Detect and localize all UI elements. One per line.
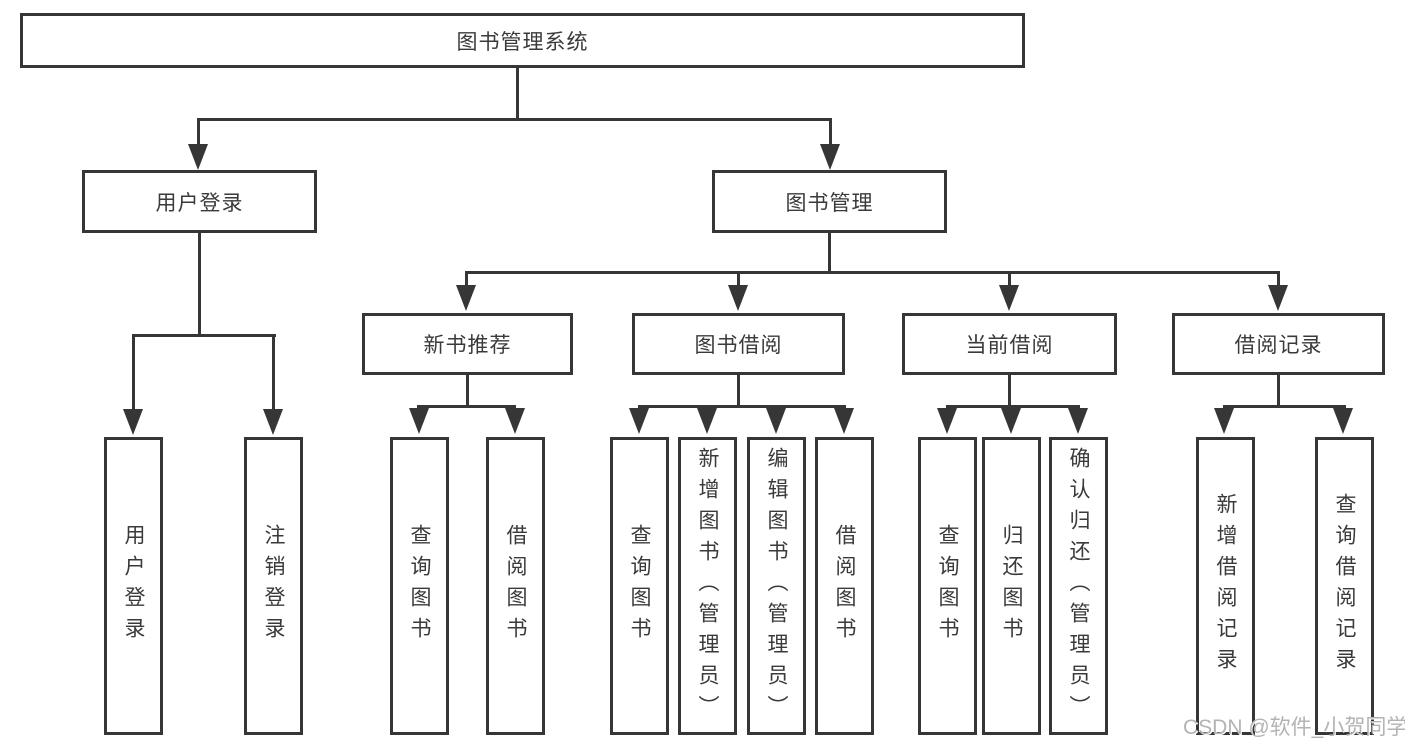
- connector-line: [465, 271, 1280, 274]
- connector-line: [272, 334, 275, 414]
- connector-line: [1277, 375, 1280, 408]
- node-borrowing-records-label: 借阅记录: [1234, 334, 1323, 357]
- arrow-down-icon: [263, 409, 283, 435]
- connector-line: [417, 405, 516, 408]
- connector-line: [737, 375, 740, 408]
- leaf-return-books-label: 归还图书: [1000, 524, 1023, 648]
- arrow-down-icon: [766, 408, 786, 434]
- leaf-query-borrow-record-label: 查询借阅记录: [1333, 493, 1356, 679]
- node-book-management: 图书管理: [712, 170, 947, 233]
- leaf-confirm-return-admin-label: 确认归还（管理员）: [1067, 446, 1090, 726]
- connector-line: [828, 233, 831, 274]
- connector-line: [1008, 375, 1011, 408]
- watermark-text: CSDN @软件_小贺同学: [1183, 716, 1405, 739]
- node-root: 图书管理系统: [20, 13, 1025, 68]
- connector-line: [466, 375, 469, 408]
- leaf-add-book-admin: 新增图书（管理员）: [678, 437, 737, 735]
- leaf-logout-label: 注销登录: [262, 524, 285, 648]
- arrow-down-icon: [820, 144, 840, 170]
- leaf-user-login: 用户登录: [104, 437, 163, 735]
- leaf-query-books-borrowing-label: 查询图书: [628, 524, 651, 648]
- leaf-edit-book-admin-label: 编辑图书（管理员）: [765, 446, 788, 726]
- arrow-down-icon: [123, 409, 143, 435]
- arrow-down-icon: [937, 408, 957, 434]
- arrow-down-icon: [1268, 285, 1288, 311]
- connector-line: [638, 405, 846, 408]
- arrow-down-icon: [1068, 408, 1088, 434]
- arrow-down-icon: [1214, 408, 1234, 434]
- leaf-user-login-label: 用户登录: [122, 524, 145, 648]
- leaf-edit-book-admin: 编辑图书（管理员）: [747, 437, 806, 735]
- leaf-borrow-books-recommend: 借阅图书: [486, 437, 545, 735]
- connector-line: [1223, 405, 1346, 408]
- leaf-borrow-books-recommend-label: 借阅图书: [504, 524, 527, 648]
- arrow-down-icon: [1333, 408, 1353, 434]
- node-user-login-label: 用户登录: [155, 191, 244, 215]
- leaf-confirm-return-admin: 确认归还（管理员）: [1049, 437, 1108, 735]
- connector-line: [132, 334, 276, 337]
- arrow-down-icon: [456, 285, 476, 311]
- arrow-down-icon: [629, 408, 649, 434]
- node-book-borrowing-label: 图书借阅: [694, 334, 783, 357]
- arrow-down-icon: [999, 285, 1019, 311]
- leaf-query-books-current-label: 查询图书: [936, 524, 959, 648]
- node-book-borrowing: 图书借阅: [632, 313, 845, 375]
- node-borrowing-records: 借阅记录: [1172, 313, 1385, 375]
- arrow-down-icon: [409, 408, 429, 434]
- connector-line: [132, 334, 135, 414]
- leaf-add-book-admin-label: 新增图书（管理员）: [696, 446, 719, 726]
- leaf-borrow-books: 借阅图书: [815, 437, 874, 735]
- leaf-borrow-books-label: 借阅图书: [833, 524, 856, 648]
- connector-line: [946, 405, 1080, 408]
- node-new-book-recommend: 新书推荐: [362, 313, 573, 375]
- arrow-down-icon: [728, 285, 748, 311]
- arrow-down-icon: [1001, 408, 1021, 434]
- node-new-book-recommend-label: 新书推荐: [423, 334, 512, 357]
- node-user-login: 用户登录: [82, 170, 317, 233]
- connector-line: [197, 118, 200, 150]
- connector-line: [516, 68, 519, 120]
- leaf-query-books-recommend: 查询图书: [390, 437, 449, 735]
- leaf-query-books-current: 查询图书: [918, 437, 977, 735]
- arrow-down-icon: [697, 408, 717, 434]
- leaf-add-borrow-record: 新增借阅记录: [1196, 437, 1255, 735]
- leaf-return-books: 归还图书: [982, 437, 1041, 735]
- leaf-add-borrow-record-label: 新增借阅记录: [1214, 493, 1237, 679]
- leaf-query-books-borrowing: 查询图书: [610, 437, 669, 735]
- leaf-query-borrow-record: 查询借阅记录: [1315, 437, 1374, 735]
- leaf-query-books-recommend-label: 查询图书: [408, 524, 431, 648]
- leaf-logout: 注销登录: [244, 437, 303, 735]
- connector-line: [197, 118, 832, 121]
- arrow-down-icon: [188, 144, 208, 170]
- arrow-down-icon: [505, 408, 525, 434]
- node-root-label: 图书管理系统: [456, 30, 589, 54]
- connector-line: [829, 118, 832, 150]
- arrow-down-icon: [834, 408, 854, 434]
- node-current-borrowing-label: 当前借阅: [965, 334, 1054, 357]
- connector-line: [198, 233, 201, 337]
- node-current-borrowing: 当前借阅: [902, 313, 1117, 375]
- node-book-management-label: 图书管理: [785, 191, 874, 215]
